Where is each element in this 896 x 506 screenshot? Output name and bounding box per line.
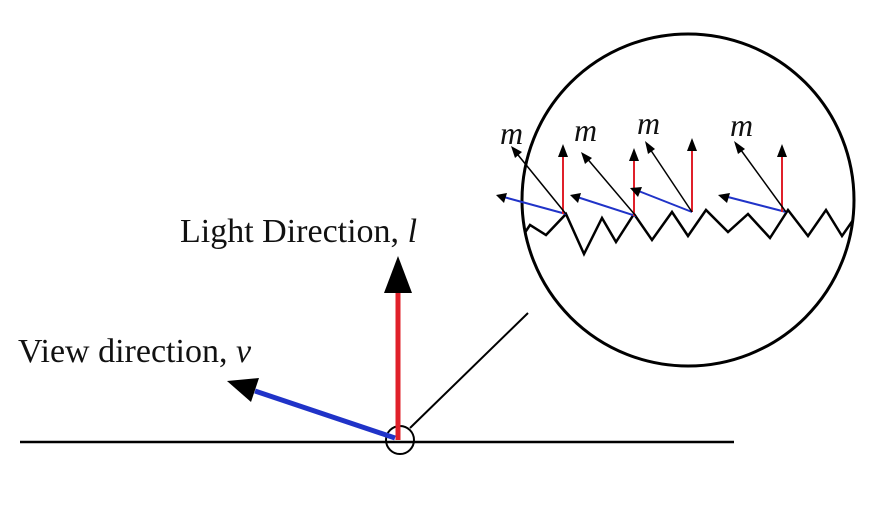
microfacet-normal-vector — [584, 155, 637, 217]
microfacet-normal-arrowhead — [511, 146, 522, 158]
light-direction-label: Light Direction, l — [180, 213, 417, 250]
view-direction-arrowhead — [227, 378, 259, 402]
microfacet-normal-vector — [737, 145, 787, 213]
microfacet-normal-arrowhead — [645, 141, 655, 154]
microfacet-normal-arrowhead — [581, 152, 592, 164]
microfacet-normal-vector — [647, 145, 693, 213]
zoom-connector-line — [409, 312, 529, 429]
microfacet-normal-label: m — [730, 107, 753, 143]
microfacet-vectors — [496, 138, 787, 217]
microfacet-light-arrowhead — [558, 144, 568, 157]
microfacet-view-arrowhead — [630, 187, 642, 197]
microfacet-view-vector — [635, 189, 693, 213]
microfacet-view-vector — [573, 195, 637, 217]
microfacet-view-vector — [499, 195, 567, 215]
microfacet-view-vector — [723, 195, 787, 213]
microfacet-view-arrowhead — [718, 193, 730, 203]
microfacet-normal-label: m — [574, 112, 597, 148]
microsurface-profile — [522, 204, 854, 257]
microfacet-light-arrowhead — [777, 144, 787, 157]
microfacet-normal-label: m — [637, 105, 660, 141]
microfacet-normal-label: m — [500, 115, 523, 151]
microfacet-view-arrowhead — [570, 193, 581, 203]
microfacet-view-arrowhead — [496, 193, 507, 203]
light-direction-arrowhead — [384, 256, 412, 293]
microfacet-normal-arrowhead — [734, 141, 745, 154]
microfacet-normal-vector — [513, 149, 567, 215]
view-direction-vector — [254, 388, 396, 441]
zoom-circle — [520, 32, 856, 368]
microfacet-light-arrowhead — [687, 138, 697, 151]
view-direction-label: View direction, v — [18, 333, 252, 370]
microfacet-light-arrowhead — [629, 148, 639, 161]
